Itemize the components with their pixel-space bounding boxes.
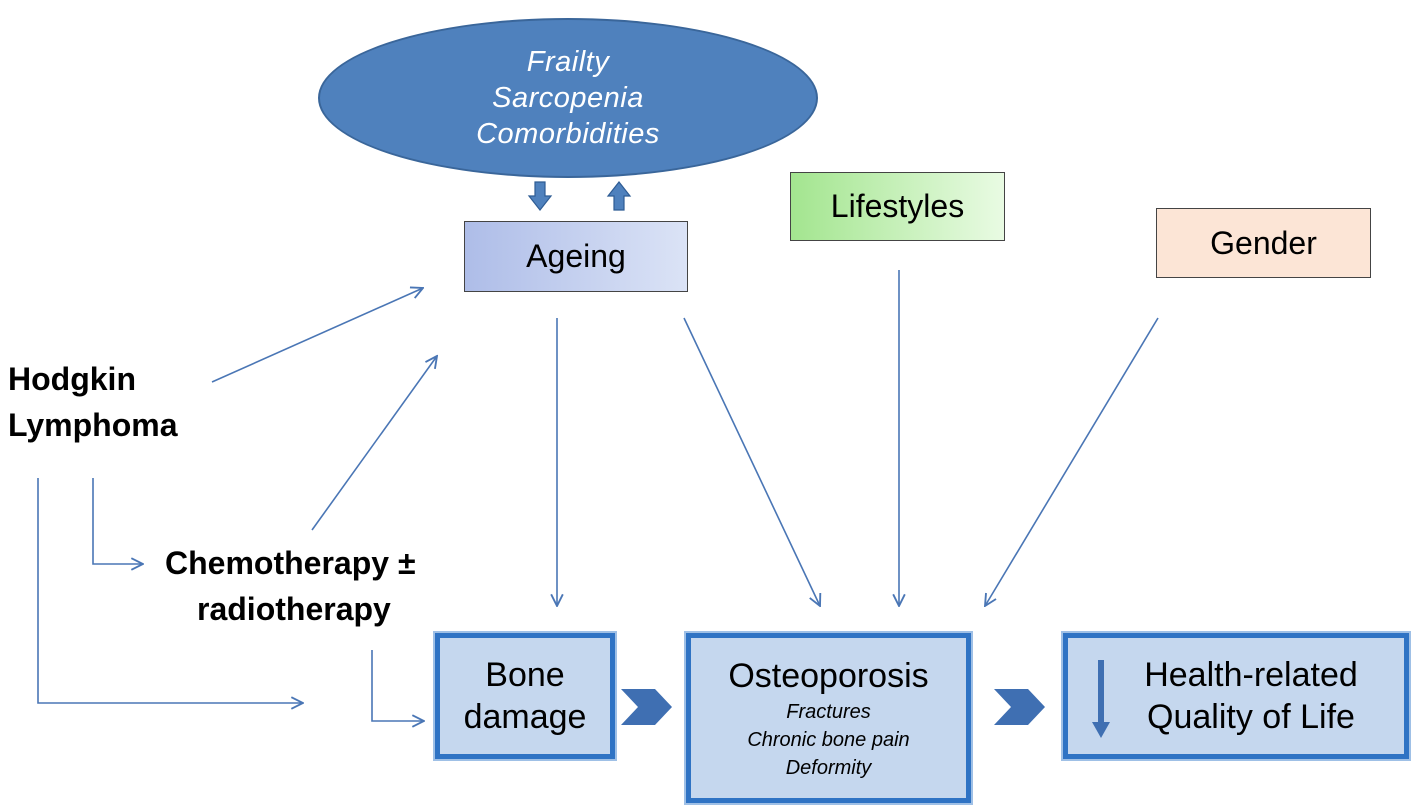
lifestyles-box: Lifestyles — [790, 172, 1005, 241]
bone-line-2: damage — [463, 698, 587, 736]
osteoporosis-title: Osteoporosis — [728, 657, 929, 695]
block-arrow-down — [527, 181, 553, 211]
lifestyles-label: Lifestyles — [830, 188, 965, 224]
hrqol-box: Health-related Quality of Life — [1063, 633, 1409, 759]
osteoporosis-item-deformity: Deformity — [785, 757, 872, 779]
gender-label: Gender — [1210, 224, 1317, 261]
ellipse-line-comorbidities: Comorbidities — [476, 118, 660, 150]
chevron-osteoporosis-to-hrqol — [994, 689, 1045, 725]
hodgkin-line-2: Lymphoma — [8, 407, 178, 443]
arrow-chemo-to-ageing — [311, 356, 437, 531]
osteoporosis-item-fractures: Fractures — [786, 701, 871, 723]
gender-box: Gender — [1156, 208, 1371, 278]
arrow-ageing-to-osteoporosis — [683, 317, 820, 606]
bone-damage-box: Bone damage — [435, 633, 615, 759]
ellipse-line-sarcopenia: Sarcopenia — [492, 82, 644, 114]
ageing-box: Ageing — [464, 221, 688, 292]
ageing-label: Ageing — [526, 238, 626, 274]
arrow-hodgkin-to-chemo — [92, 478, 143, 564]
osteoporosis-box: Osteoporosis Fractures Chronic bone pain… — [686, 633, 971, 803]
hodgkin-lymphoma-label: Hodgkin Lymphoma — [8, 356, 208, 448]
chemo-radiotherapy-label: Chemotherapy ± radiotherapy — [165, 540, 465, 632]
bone-line-1: Bone — [485, 656, 565, 694]
chemo-line-2: radiotherapy — [197, 591, 391, 627]
arrow-gender-to-osteoporosis — [985, 317, 1159, 606]
decrease-arrow-icon — [1092, 660, 1110, 738]
chemo-line-1: Chemotherapy ± — [165, 545, 416, 581]
arrow-chemo-to-bone — [371, 650, 424, 721]
frailty-ellipse: Frailty Sarcopenia Comorbidities — [318, 18, 818, 178]
osteoporosis-item-pain: Chronic bone pain — [747, 729, 910, 751]
hodgkin-line-1: Hodgkin — [8, 361, 136, 397]
block-arrow-up — [606, 181, 632, 211]
chevron-bone-to-osteoporosis — [621, 689, 672, 725]
hrqol-line-1: Health-related — [1144, 656, 1358, 694]
hrqol-line-2: Quality of Life — [1147, 698, 1355, 736]
arrow-hodgkin-to-bone — [37, 478, 303, 703]
ellipse-line-frailty: Frailty — [526, 46, 610, 78]
arrow-hodgkin-to-ageing — [211, 288, 423, 383]
